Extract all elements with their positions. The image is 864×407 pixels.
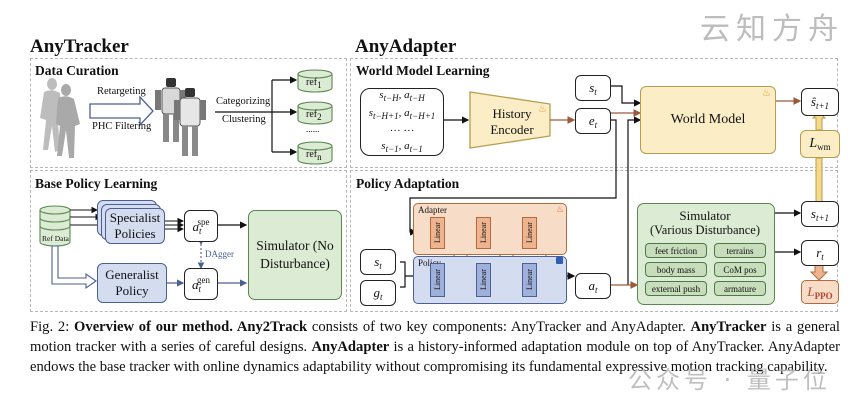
history-line-1: st−H, at−H <box>379 88 425 103</box>
adapter-linear-2: Linear <box>476 217 491 249</box>
chip-feet-friction: feet friction <box>645 243 707 258</box>
data-curation-panel <box>30 58 347 168</box>
adapter-linear-1: Linear <box>430 217 445 249</box>
anytracker-title: AnyTracker <box>30 36 129 57</box>
history-line-4: st−1, at−1 <box>381 139 423 154</box>
policy-label: Policy <box>418 258 441 268</box>
world-model-flame-icon: ♨ <box>762 88 771 99</box>
figure-caption: Fig. 2: Overview of our method. Any2Trac… <box>30 317 840 377</box>
retargeting-arrow <box>89 95 154 127</box>
watermark-bottom: 公众号 · 量子位 <box>628 366 831 394</box>
e-t-box: et <box>575 108 611 134</box>
watermark: 云知方舟 <box>700 12 844 47</box>
retargeting-label: Retargeting <box>97 86 146 97</box>
world-model-box: World Model <box>640 86 776 154</box>
ref-ellipsis: ...... <box>306 124 320 134</box>
simulator-subtitle: (Various Disturbance) <box>649 223 761 237</box>
a-t-box: at <box>575 273 611 299</box>
chip-body-mass: body mass <box>645 262 707 277</box>
adapter-flame-icon: ♨ <box>556 204 565 214</box>
policy-g-t-box: gt <box>360 280 396 306</box>
l-ppo-box: LPPO <box>801 280 839 304</box>
caption-text-3: is a history-informed adaptation module … <box>30 339 840 375</box>
adapter-label: Adapter <box>418 205 447 215</box>
anyadapter-title: AnyAdapter <box>355 36 457 57</box>
ref-database-icons <box>297 69 333 165</box>
caption-bold-3: AnyAdapter <box>311 339 390 355</box>
a-gen-box: atgen <box>184 268 218 300</box>
data-curation-title: Data Curation <box>35 63 119 78</box>
specialist-policies-box: Specialist Policies <box>105 208 165 244</box>
policy-adaptation-title: Policy Adaptation <box>356 176 460 191</box>
base-policy-title: Base Policy Learning <box>35 176 158 191</box>
caption-prefix: Fig. 2: <box>30 319 75 335</box>
chip-armature: armature <box>714 281 766 296</box>
history-encoder-label: History Encoder <box>490 106 534 137</box>
s-next-box: st+1 <box>801 201 839 227</box>
caption-text-1: consists of two key components: AnyTrack… <box>307 319 691 335</box>
ref-n-label: refn <box>306 149 322 162</box>
base-policy-panel <box>30 170 347 312</box>
robot-figures-icon <box>155 78 206 156</box>
ref-data-label: Ref Data <box>42 234 69 243</box>
policy-adaptation-panel <box>350 170 838 312</box>
frozen-lock-icon <box>556 257 563 264</box>
history-line-3: ··· ··· <box>389 124 415 137</box>
categorizing-label: Categorizing <box>216 96 271 107</box>
r-t-box: rt <box>801 240 839 266</box>
history-input-box: st−H, at−H st−H+1, at−H+1 ··· ··· st−1, … <box>360 88 444 156</box>
history-encoder-shape <box>469 91 551 149</box>
caption-bold-1: Overview of our method. Any2Track <box>74 319 308 335</box>
policy-linear-2: Linear <box>476 263 491 297</box>
s-t-box: st <box>575 75 611 101</box>
human-figures-icon <box>40 78 80 158</box>
dagger-label: DAgger <box>205 249 234 259</box>
simulator-no-disturbance-box: Simulator (No Disturbance) <box>248 210 342 300</box>
policy-linear-3: Linear <box>522 263 537 297</box>
ref-1-label: ref1 <box>306 77 322 90</box>
generalist-policy-box: Generalist Policy <box>97 263 167 303</box>
caption-text-2: is a general motion tracker with a serie… <box>30 319 840 355</box>
simulator-title: Simulator <box>679 208 731 223</box>
s-hat-next-box: ŝt+1 <box>801 88 839 116</box>
a-spe-box: atspe <box>184 210 218 242</box>
policy-linear-1: Linear <box>430 263 445 297</box>
ref-2-label: ref2 <box>306 109 322 122</box>
l-wm-box: Lwm <box>800 130 840 158</box>
trainable-flame-icon: ♨ <box>538 104 547 115</box>
chip-terrains: terrains <box>714 243 766 258</box>
adapter-linear-3: Linear <box>522 217 537 249</box>
chip-external-push: external push <box>645 281 707 296</box>
phc-filtering-label: PHC Filtering <box>92 121 152 132</box>
ref-data-icon <box>39 205 71 247</box>
policy-s-t-box: st <box>360 249 396 275</box>
chip-com-pos: CoM pos <box>714 262 766 277</box>
world-model-learning-title: World Model Learning <box>356 63 490 78</box>
history-line-2: st−H+1, at−H+1 <box>368 106 436 121</box>
clustering-label: Clustering <box>222 114 266 125</box>
caption-bold-2: AnyTracker <box>690 319 767 335</box>
